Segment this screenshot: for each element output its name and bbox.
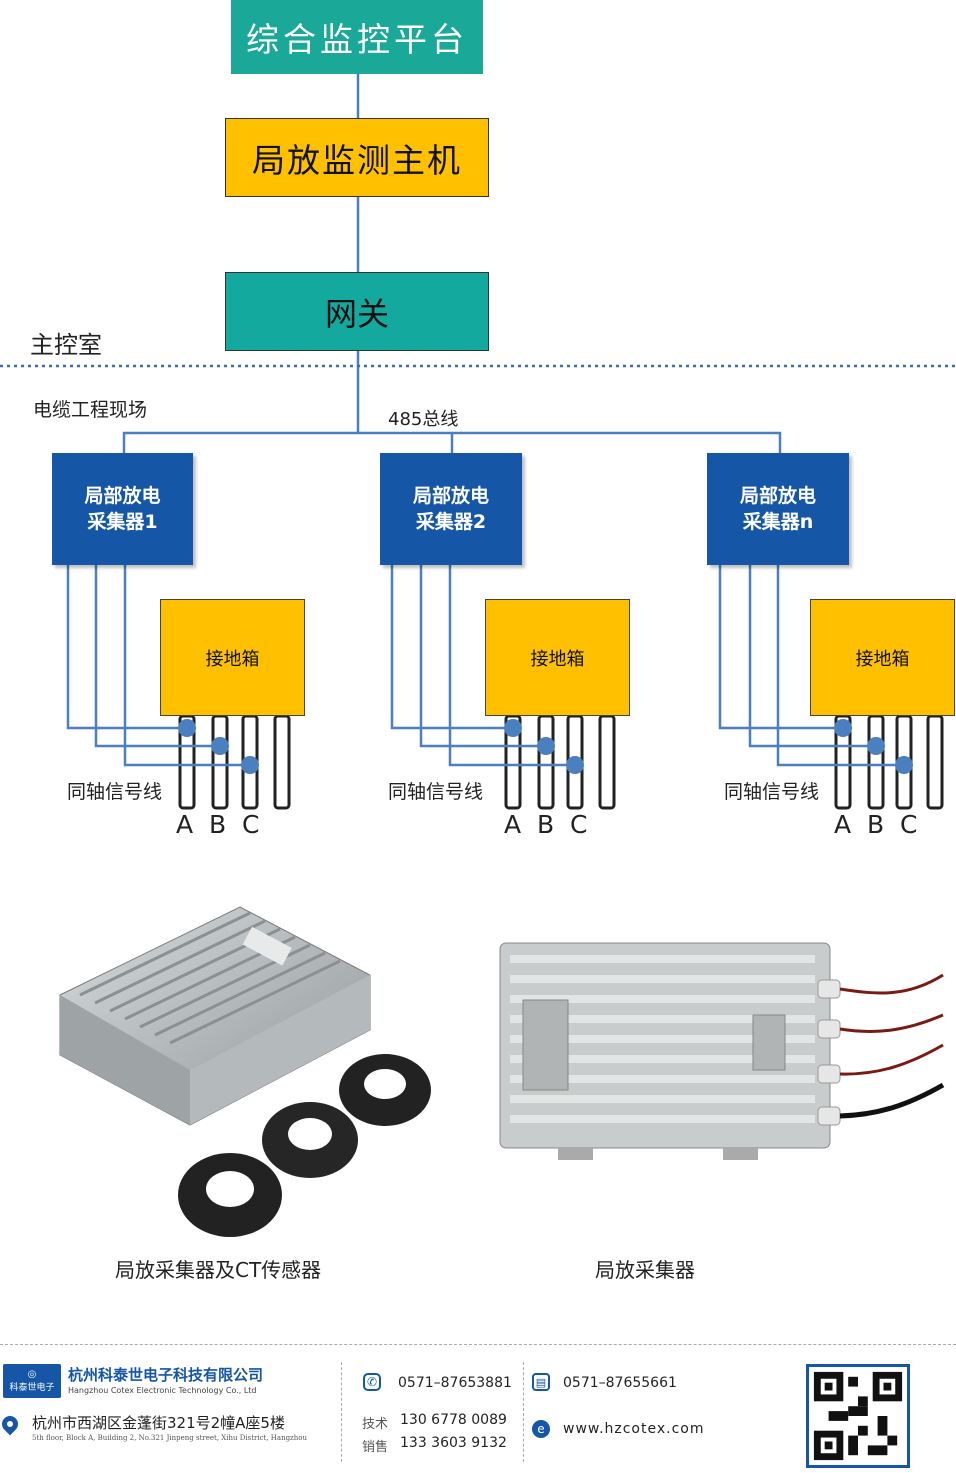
sales-phone: 133 3603 9132 — [400, 1435, 507, 1451]
company-logo: ◎ 科泰世电子 — [3, 1364, 61, 1398]
phase-b-n: B — [867, 810, 885, 839]
phone-icon: ✆ — [363, 1373, 381, 1391]
ground-box-2-label: 接地箱 — [530, 648, 585, 670]
collector-n-line2: 采集器n — [742, 511, 814, 533]
logo-text: 科泰世电子 — [9, 1383, 55, 1393]
phase-b-2: B — [537, 810, 555, 839]
gateway-box: 网关 — [225, 272, 489, 351]
coax-cable — [718, 565, 843, 730]
coax-label-2: 同轴信号线 — [388, 781, 484, 803]
collector-1: 局部放电 采集器1 — [52, 453, 193, 565]
platform-label: 综合监控平台 — [246, 20, 468, 59]
cable-tube — [926, 714, 944, 810]
bus-label: 485总线 — [388, 409, 459, 430]
qr-code — [806, 1364, 910, 1468]
phase-a-n: A — [834, 810, 852, 839]
phase-a-2: A — [504, 810, 522, 839]
tech-phone: 130 6778 0089 — [400, 1412, 507, 1428]
host-box: 局放监测主机 — [225, 118, 489, 197]
ct-sensor-node — [178, 719, 196, 737]
coax-cable — [448, 565, 575, 767]
collector-2-line2: 采集器2 — [415, 511, 487, 533]
ground-box-n: 接地箱 — [810, 599, 955, 716]
collector-1-line1: 局部放电 — [84, 485, 161, 507]
ct-sensor-node — [867, 737, 885, 755]
coax-cable — [390, 565, 513, 730]
site-label: 电缆工程现场 — [33, 399, 148, 421]
ct-sensor-node — [834, 719, 852, 737]
fax-icon: ▤ — [532, 1373, 550, 1391]
web-icon: e — [532, 1420, 550, 1438]
host-label: 局放监测主机 — [252, 140, 462, 180]
cable-tube — [273, 714, 291, 810]
tech-label: 技术 — [362, 1417, 389, 1432]
logo-mark: ◎ — [27, 1369, 37, 1380]
phase-c-1: C — [242, 810, 260, 839]
platform-box: 综合监控平台 — [231, 0, 483, 74]
ground-box-n-label: 接地箱 — [855, 648, 910, 670]
coax-cable — [94, 565, 220, 748]
location-pin-icon — [0, 1412, 22, 1436]
collector-photo — [499, 942, 945, 1160]
cable-tube — [834, 714, 852, 810]
collector-n: 局部放电 采集器n — [707, 453, 849, 565]
left-photo-caption: 局放采集器及CT传感器 — [115, 1258, 322, 1282]
ct-sensor-node — [566, 756, 584, 774]
collector-1-line2: 采集器1 — [87, 511, 158, 533]
ground-box-1: 接地箱 — [160, 599, 305, 716]
coax-cable — [419, 565, 546, 748]
address-en: 5th floor, Block A, Building 2, No.321 J… — [32, 1434, 307, 1442]
ct-sensor-node — [211, 737, 229, 755]
collector-with-ct-photo — [59, 906, 431, 1237]
ct-sensor-node — [504, 719, 522, 737]
ct-sensor-node — [895, 756, 913, 774]
website: www.hzcotex.com — [563, 1421, 705, 1437]
footer-separator-1 — [341, 1362, 342, 1462]
phase-b-1: B — [209, 810, 227, 839]
coax-cable — [748, 565, 876, 748]
address-cn: 杭州市西湖区金蓬街321号2幢A座5楼 — [32, 1414, 285, 1432]
footer-separator-2 — [523, 1362, 524, 1462]
collector-n-line1: 局部放电 — [739, 485, 816, 507]
collector-2-line1: 局部放电 — [412, 485, 489, 507]
footer-divider — [0, 1344, 956, 1345]
cable-tube — [178, 714, 196, 810]
ct-sensor-ring — [178, 1054, 431, 1237]
right-photo-caption: 局放采集器 — [595, 1258, 695, 1282]
ct-sensor-node — [241, 756, 259, 774]
cable-tube — [598, 714, 616, 810]
control-room-label: 主控室 — [30, 331, 102, 359]
sales-label: 销售 — [362, 1440, 389, 1455]
coax-cable — [66, 565, 187, 730]
coax-cable — [776, 565, 904, 767]
qr-pattern — [813, 1371, 903, 1461]
company-name-cn: 杭州科泰世电子科技有限公司 — [68, 1366, 264, 1384]
diagram-lines — [0, 74, 956, 810]
coax-label-1: 同轴信号线 — [67, 781, 163, 803]
phase-a-1: A — [176, 810, 194, 839]
ground-box-2: 接地箱 — [485, 599, 630, 716]
coax-cable — [123, 565, 250, 767]
phase-c-2: C — [570, 810, 588, 839]
ground-box-1-label: 接地箱 — [205, 648, 260, 670]
phone-number: 0571–87653881 — [398, 1375, 512, 1391]
collector-2: 局部放电 采集器2 — [380, 453, 522, 565]
cable-tube — [867, 714, 885, 810]
coax-label-n: 同轴信号线 — [724, 781, 820, 803]
cable-tube — [211, 714, 229, 810]
gateway-label: 网关 — [324, 294, 389, 333]
phase-c-n: C — [900, 810, 918, 839]
cable-tube — [537, 714, 555, 810]
company-name-en: Hangzhou Cotex Electronic Technology Co.… — [68, 1386, 257, 1395]
cable-tube — [504, 714, 522, 810]
fax-number: 0571–87655661 — [563, 1375, 677, 1391]
ct-sensor-node — [537, 737, 555, 755]
